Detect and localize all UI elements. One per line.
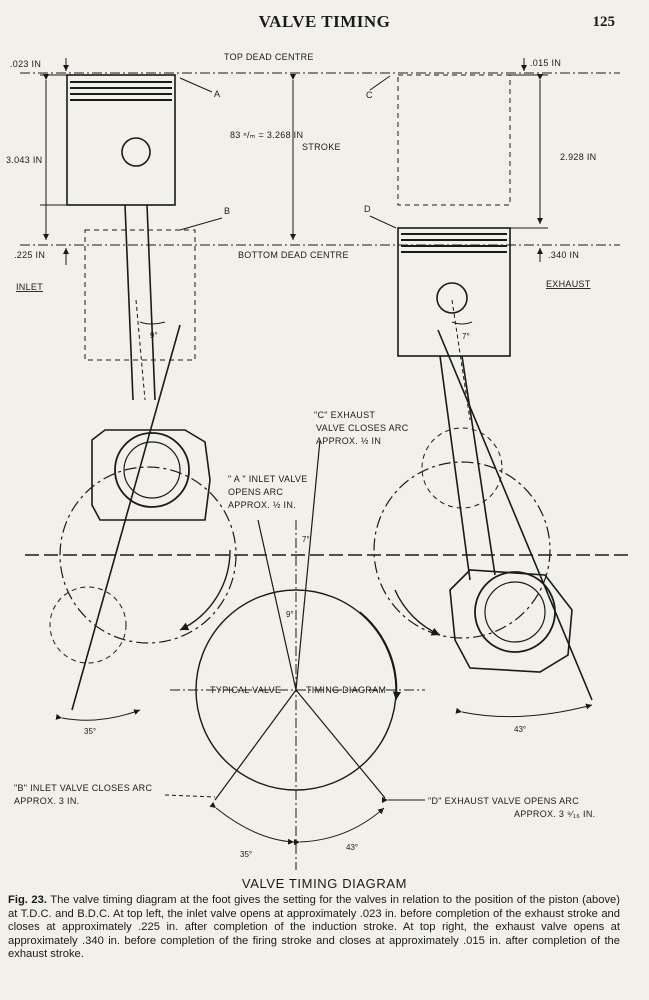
svg-text:VALVE CLOSES ARC: VALVE CLOSES ARC	[316, 423, 409, 433]
dim-top-right: .015 IN	[530, 58, 561, 68]
marker-c: C	[366, 90, 373, 100]
marker-a: A	[214, 89, 220, 99]
left-big-end-ghost	[49, 586, 127, 664]
stroke-label: STROKE	[302, 142, 341, 152]
note-b-leader	[164, 794, 216, 798]
left-rod-angle: 9°	[150, 331, 158, 340]
right-crank-circle	[373, 461, 551, 639]
right-piston-tdc-outline	[397, 74, 511, 206]
marker-d-leader	[369, 215, 397, 229]
left-35-arc	[55, 709, 141, 721]
dim-bottom-left: .225 IN	[14, 250, 45, 260]
marker-c-leader	[369, 75, 391, 91]
timing-rotation-arrow	[359, 611, 402, 701]
exhaust-label: EXHAUST	[546, 279, 591, 289]
note-b: "B" INLET VALVE CLOSES ARC APPROX. 3 IN.	[14, 783, 152, 806]
svg-text:APPROX. ½ IN: APPROX. ½ IN	[316, 436, 381, 446]
inlet-open-line	[257, 519, 297, 691]
marker-b-leader	[179, 217, 223, 231]
svg-text:APPROX. 3 ⁹⁄₁₆ IN.: APPROX. 3 ⁹⁄₁₆ IN.	[514, 809, 595, 819]
inlet-label: INLET	[16, 282, 43, 292]
bottom-35-arc	[209, 801, 295, 845]
marker-a-leader	[179, 77, 213, 93]
right-rod-axis	[451, 299, 471, 421]
left-timing-line	[71, 324, 181, 711]
svg-text:"C" EXHAUST: "C" EXHAUST	[314, 410, 375, 420]
caption-text: The valve timing diagram at the foot giv…	[8, 894, 620, 961]
left-35-label: 35°	[84, 727, 96, 736]
dim-left-height: 3.043 IN	[6, 155, 42, 165]
dim-bottom-right: .340 IN	[548, 250, 579, 260]
left-piston-bdc-outline	[84, 229, 196, 361]
svg-text:OPENS ARC: OPENS ARC	[228, 487, 283, 497]
right-43-label: 43°	[514, 725, 526, 734]
svg-text:APPROX. ½ IN.: APPROX. ½ IN.	[228, 500, 296, 510]
bdc-label: BOTTOM DEAD CENTRE	[238, 250, 349, 260]
page-number: 125	[592, 14, 616, 30]
stroke-value: 83 ⁿ/ₘ = 3.268 IN	[230, 130, 303, 140]
left-rod-angle-arc	[139, 321, 166, 325]
note-c: "C" EXHAUST VALVE CLOSES ARC APPROX. ½ I…	[314, 410, 409, 446]
inlet-close-line	[214, 689, 297, 801]
figure-caption: Fig. 23. The valve timing diagram at the…	[8, 894, 620, 962]
right-rod-angle-arc	[451, 321, 473, 325]
typical-valve-label: TYPICAL VALVE	[210, 685, 281, 695]
right-timing-line	[437, 329, 593, 701]
caption-title: VALVE TIMING DIAGRAM	[241, 876, 408, 891]
right-43-arc	[455, 703, 593, 718]
left-crank-arrow	[179, 549, 231, 631]
right-rod-angle: 7°	[462, 332, 470, 341]
bottom-35-label: 35°	[240, 850, 252, 859]
svg-text:"D" EXHAUST VALVE OPENS ARC: "D" EXHAUST VALVE OPENS ARC	[428, 796, 579, 806]
exhaust-open-line	[295, 689, 386, 799]
timing-diagram-label: TIMING DIAGRAM	[306, 685, 386, 695]
right-piston	[397, 227, 573, 673]
left-rod-axis	[135, 299, 146, 401]
left-piston	[66, 74, 211, 521]
bottom-43-arc	[293, 807, 385, 846]
marker-b: B	[224, 206, 230, 216]
bottom-43-label: 43°	[346, 843, 358, 852]
svg-text:APPROX. 3 IN.: APPROX. 3 IN.	[14, 796, 79, 806]
angle-7-label: 7°	[302, 535, 310, 544]
figure-label: Fig. 23.	[8, 894, 47, 906]
svg-text:"B" INLET VALVE CLOSES ARC: "B" INLET VALVE CLOSES ARC	[14, 783, 152, 793]
svg-text:" A " INLET VALVE: " A " INLET VALVE	[228, 474, 308, 484]
right-crank-arrow	[394, 589, 441, 636]
right-big-end-ghost	[421, 427, 503, 509]
dim-right-height: 2.928 IN	[560, 152, 596, 162]
page-header-title: VALVE TIMING	[258, 12, 391, 31]
note-d: "D" EXHAUST VALVE OPENS ARC APPROX. 3 ⁹⁄…	[428, 796, 595, 819]
dim-top-left: .023 IN	[10, 59, 41, 69]
exhaust-close-line	[295, 439, 321, 691]
note-a: " A " INLET VALVE OPENS ARC APPROX. ½ IN…	[228, 474, 308, 510]
angle-9-label: 9°	[286, 610, 294, 619]
tdc-label: TOP DEAD CENTRE	[224, 52, 314, 62]
marker-d: D	[364, 204, 371, 214]
valve-timing-diagram: TOP DEAD CENTRE BOTTOM DEAD CENTRE 9°	[6, 52, 630, 870]
